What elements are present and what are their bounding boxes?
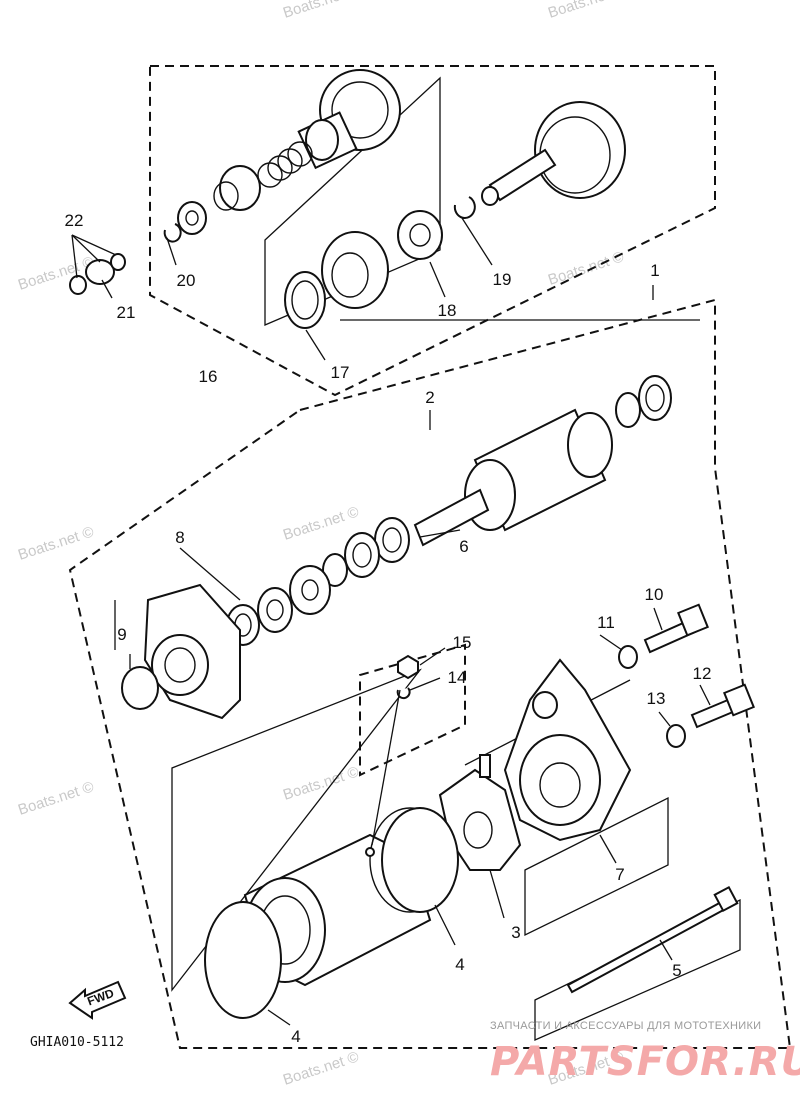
washer-hole [185,210,199,226]
callout-4a: 4 [455,955,464,974]
callout-17: 17 [331,363,350,382]
callout-8: 8 [175,528,184,547]
callout-10: 10 [645,585,664,604]
washer-set-a-hole [382,527,402,553]
drawing-code: GHIA010-5112 [30,1035,124,1050]
lockwasher-14 [396,687,411,700]
front-cover [143,583,241,720]
watermark: Boats.net © [16,523,96,563]
washer-set-b [344,532,380,578]
washer-13 [666,724,686,748]
spring [257,141,313,188]
callout-19: 19 [493,270,512,289]
circlip-20 [163,223,182,243]
thrust-washer [638,375,672,421]
needle-bearing-17 [284,271,326,329]
small-parts-21-22 [69,253,126,295]
through-bolt-5 [566,885,739,994]
callout-4b: 4 [291,1027,300,1046]
footer-brand: PARTSFOR.RU [490,1039,800,1085]
callout-11: 11 [597,613,615,632]
lock-plate-hole [301,579,319,601]
callout-14: 14 [448,668,467,687]
leader-lines [71,217,711,1026]
washer-set-b-hole [352,542,372,568]
sleeve [213,165,261,211]
circlip-19 [453,196,476,219]
callout-1: 1 [650,261,659,280]
thrust-washer-hole [645,384,665,412]
callout-13: 13 [647,689,666,708]
callout-3: 3 [511,923,520,942]
callout-9: 9 [117,625,126,644]
footer-caption: ЗАПЧАСТИ И АКСЕССУАРЫ ДЛЯ МОТОТЕХНИКИ [490,1020,761,1032]
bracket-frame-box [524,796,669,937]
pinion-clutch [297,69,401,170]
callout-21: 21 [117,303,136,322]
callout-2: 2 [425,388,434,407]
bolt-frame-box [534,898,741,1041]
bearing-housing [321,231,389,309]
callout-22: 22 [65,211,84,230]
callout-18: 18 [438,301,457,320]
watermark: Boats.net © [546,248,626,288]
washer [177,201,207,235]
watermark: Boats.net © [16,778,96,818]
needle-bearing-17-inner [291,280,319,320]
watermark: Boats.net © [281,1048,361,1088]
callout-5: 5 [672,961,681,980]
washer-set-c [322,553,348,587]
group-1-outline [68,298,792,1049]
drive-shaft-gear [481,101,626,206]
watermark: Boats.net © [546,0,626,22]
washer-8 [257,587,293,633]
rear-bracket-7 [503,658,632,842]
watermark: Boats.net © [281,503,361,543]
washer-set-a [374,517,410,563]
callout-6: 6 [459,537,468,556]
callout-7: 7 [615,865,624,884]
gasket-4b [381,807,459,913]
group-16-outline [149,65,716,397]
armature [413,408,613,547]
washer-11 [618,645,638,669]
fwd-arrow: FWD [68,980,127,1020]
callout-15: 15 [453,633,472,652]
shim-washer [615,392,641,428]
callout-20: 20 [177,271,196,290]
callout-16: 16 [199,367,218,386]
watermark: Boats.net © [281,0,361,22]
callouts: 1 2 3 4 4 5 6 7 8 9 10 11 12 13 14 15 16… [65,211,712,1046]
retainer-plate-18 [397,210,443,260]
lock-plate [289,565,331,615]
gasket-4a [204,901,282,1019]
bolt-12 [690,683,755,729]
washer-8-hole [266,599,284,621]
brush-holder-frame [171,668,422,992]
group-14-15-outline [359,643,466,777]
bolt-10 [643,603,709,654]
callout-12: 12 [693,664,712,683]
o-ring-9 [121,666,159,710]
nut-15 [397,654,419,680]
